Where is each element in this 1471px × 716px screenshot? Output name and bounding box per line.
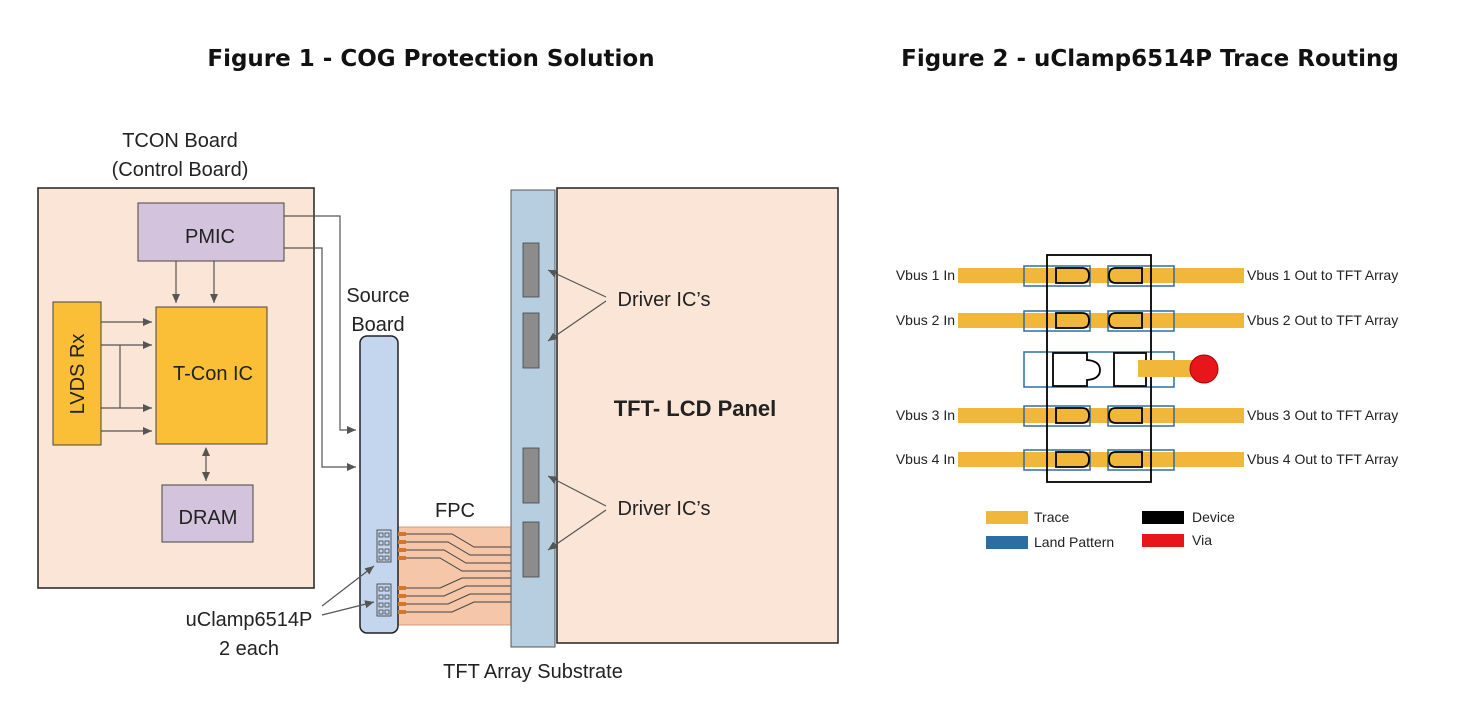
lvds-rx-label: LVDS Rx (67, 334, 89, 415)
trace-row-2 (958, 313, 1244, 328)
source-board-label-line1: Source (346, 285, 409, 307)
pmic-chip (137, 202, 285, 262)
vbus-2-out-label: Vbus 2 Out to TFT Array (1247, 312, 1398, 328)
trace-via-stub-overlay (1138, 360, 1206, 377)
figure-1-title: Figure 1 - COG Protection Solution (207, 46, 654, 72)
fpc-ribbon (397, 526, 515, 626)
vbus-4-in-label: Vbus 4 In (896, 451, 955, 467)
driver-ic-3 (522, 447, 540, 504)
figure-2-title: Figure 2 - uClamp6514P Trace Routing (901, 46, 1399, 72)
driver-ic-pointer-arrows (547, 269, 607, 551)
via-circle (1189, 354, 1219, 384)
tcon-board-label-line1: TCON Board (122, 130, 238, 152)
substrate-label: TFT Array Substrate (443, 661, 623, 683)
source-board-label-line2: Board (351, 314, 404, 336)
driver-ic-label-top: Driver IC’s (618, 289, 711, 311)
uclamp-device-top (376, 529, 392, 563)
vbus-3-out-label: Vbus 3 Out to TFT Array (1247, 407, 1398, 423)
dram-label: DRAM (179, 507, 238, 529)
dram-chip (161, 484, 254, 543)
vbus-1-in-label: Vbus 1 In (896, 267, 955, 283)
figure-1: Figure 1 - COG Protection Solution TCON … (37, 46, 839, 683)
source-board (359, 335, 399, 634)
fpc-traces (398, 533, 514, 613)
fpc-connector-pads (398, 532, 406, 614)
driver-ic-1 (522, 242, 540, 298)
trace-row-1 (958, 268, 1244, 283)
legend-swatch-trace (986, 511, 1028, 524)
vbus-2-in-label: Vbus 2 In (896, 312, 955, 328)
legend-device-label: Device (1192, 509, 1235, 525)
lvds-rx-chip (52, 301, 102, 446)
land-patterns (1023, 265, 1175, 471)
driver-ic-4 (522, 521, 540, 578)
legend-swatch-device (1142, 511, 1184, 524)
tft-lcd-panel (556, 187, 839, 644)
driver-ic-label-bottom: Driver IC’s (618, 498, 711, 520)
panel-label: TFT- LCD Panel (614, 396, 777, 421)
vbus-1-out-label: Vbus 1 Out to TFT Array (1247, 267, 1398, 283)
driver-ic-2 (522, 312, 540, 369)
uclamp-label-line2: 2 each (219, 638, 279, 660)
vbus-3-in-label: Vbus 3 In (896, 407, 955, 423)
legend-trace-label: Trace (1034, 509, 1069, 525)
trace-row-3 (958, 408, 1244, 423)
vbus-4-out-label: Vbus 4 Out to TFT Array (1247, 451, 1398, 467)
trace-row-4 (958, 452, 1244, 467)
tcon-internal-connections (101, 215, 356, 481)
tcon-ic-chip (155, 306, 268, 445)
uclamp-device-bottom (376, 583, 392, 617)
legend-land-pattern-label: Land Pattern (1034, 534, 1114, 550)
tcon-board-label-line2: (Control Board) (112, 159, 249, 181)
figure-2: Figure 2 - uClamp6514P Trace Routing (896, 46, 1399, 550)
device-pads (1052, 267, 1147, 468)
legend-swatch-land-pattern (986, 536, 1028, 549)
pmic-label: PMIC (185, 226, 235, 248)
tcon-ic-label: T-Con IC (173, 363, 253, 385)
legend: Trace Land Pattern Device Via (986, 509, 1235, 550)
fpc-label: FPC (435, 500, 475, 522)
uclamp-pointer-arrows (321, 565, 375, 616)
uclamp-label-line1: uClamp6514P (186, 609, 313, 631)
legend-via-label: Via (1192, 532, 1212, 548)
legend-swatch-via (1142, 534, 1184, 547)
